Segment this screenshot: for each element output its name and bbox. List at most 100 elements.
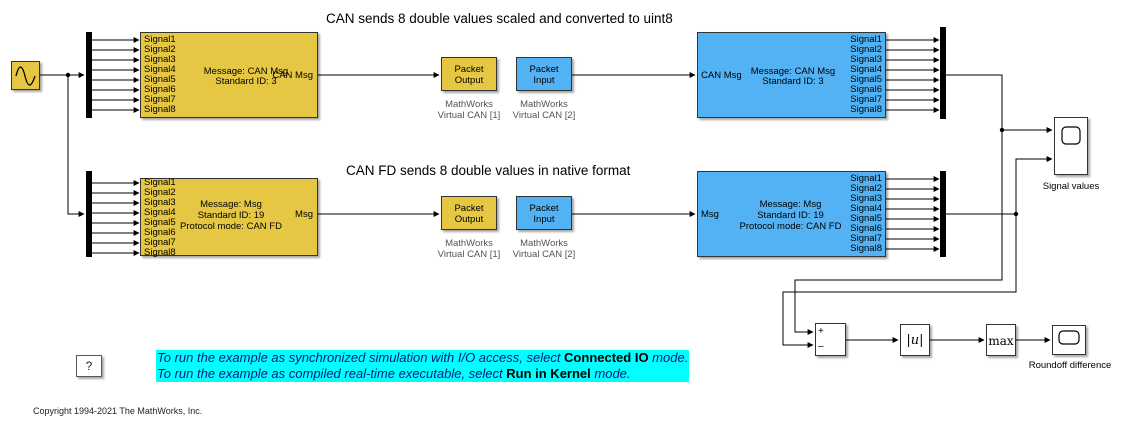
canfd-pack-id: Standard ID: 19 — [197, 210, 265, 221]
note-line1-text: To run the example as synchronized simul… — [157, 350, 565, 365]
signal-port-label: Signal6 — [850, 84, 882, 95]
note-line2-text: To run the example as compiled real-time… — [157, 366, 507, 381]
canfd-unpack-port: Msg — [701, 209, 719, 220]
signal-port-label: Signal3 — [144, 54, 176, 65]
canfd-title: CAN FD sends 8 double values in native f… — [346, 163, 631, 178]
packet-input-label: Input — [533, 75, 555, 86]
packet-input-canfd-lbl1: MathWorks — [520, 238, 568, 249]
canfd-pack-port: Msg — [295, 209, 313, 220]
instruction-note: To run the example as synchronized simul… — [156, 350, 690, 382]
packet-output-can[interactable]: Packet Output — [441, 57, 497, 91]
packet-output-label: Output — [454, 75, 484, 86]
max-block[interactable]: max — [986, 324, 1016, 356]
signal-port-label: Signal7 — [144, 94, 176, 105]
packet-input-canfd[interactable]: Packet Input — [516, 196, 572, 230]
signal-port-label: Signal4 — [850, 203, 882, 214]
signal-values-label: Signal values — [1042, 181, 1100, 192]
sine-wave-block[interactable] — [11, 61, 40, 90]
abs-block[interactable]: |u| — [900, 324, 930, 356]
demux-can[interactable] — [940, 27, 946, 119]
signal-port-label: Signal2 — [144, 44, 176, 55]
signal-port-label: Signal6 — [144, 84, 176, 95]
note-line1-end: mode. — [648, 350, 689, 365]
signal-port-label: Signal2 — [850, 183, 882, 194]
packet-input-canfd-lbl2: Virtual CAN [2] — [512, 249, 576, 260]
roundoff-label: Roundoff difference — [1028, 360, 1112, 371]
mux-canfd[interactable] — [86, 171, 92, 257]
packet-input-label: Input — [533, 214, 555, 225]
can-unpack-id: Standard ID: 3 — [762, 76, 824, 87]
can-unpack-message: Message: CAN Msg — [750, 66, 836, 77]
signal-port-label: Signal5 — [144, 217, 176, 228]
signal-port-label: Signal1 — [850, 173, 882, 184]
can-unpack-port: CAN Msg — [701, 70, 742, 81]
sine-icon — [15, 66, 36, 86]
signal-port-label: Signal4 — [850, 64, 882, 75]
packet-output-label: Packet — [454, 64, 484, 75]
canfd-unpack-message: Message: Msg — [759, 199, 822, 210]
packet-input-can-lbl1: MathWorks — [520, 99, 568, 110]
mux-can[interactable] — [86, 32, 92, 118]
packet-input-can-lbl2: Virtual CAN [2] — [512, 110, 576, 121]
signal-port-label: Signal2 — [144, 187, 176, 198]
packet-output-can-lbl2: Virtual CAN [1] — [437, 110, 501, 121]
signal-port-label: Signal1 — [144, 177, 176, 188]
sum-minus: – — [818, 341, 824, 352]
canfd-unpack-protocol: Protocol mode: CAN FD — [739, 221, 842, 232]
signal-port-label: Signal6 — [144, 227, 176, 238]
sum-plus: + — [818, 326, 824, 337]
run-in-kernel-label: Run in Kernel — [506, 366, 591, 381]
signal-port-label: Signal8 — [850, 243, 882, 254]
packet-input-label: Packet — [529, 64, 559, 75]
signal-port-label: Signal5 — [144, 74, 176, 85]
packet-output-label: Packet — [454, 203, 484, 214]
signal-port-label: Signal1 — [144, 34, 176, 45]
signal-port-label: Signal7 — [850, 233, 882, 244]
signal-port-label: Signal4 — [144, 207, 176, 218]
scope-icon — [1058, 330, 1080, 345]
can-title: CAN sends 8 double values scaled and con… — [326, 11, 673, 26]
roundoff-scope[interactable] — [1052, 325, 1086, 355]
scope-icon — [1061, 126, 1081, 145]
signal-port-label: Signal3 — [850, 54, 882, 65]
canfd-pack-message: Message: Msg — [200, 199, 262, 210]
signal-port-label: Signal3 — [144, 197, 176, 208]
can-pack-port: CAN Msg — [272, 70, 313, 81]
signal-port-label: Signal5 — [850, 74, 882, 85]
signal-port-label: Signal4 — [144, 64, 176, 75]
demux-canfd[interactable] — [940, 171, 946, 257]
can-pack-id: Standard ID: 3 — [215, 76, 277, 87]
connected-io-label: Connected IO — [564, 350, 649, 365]
signal-port-label: Signal7 — [144, 237, 176, 248]
sum-block[interactable]: + – — [815, 323, 846, 356]
packet-output-canfd[interactable]: Packet Output — [441, 196, 497, 230]
packet-output-canfd-lbl2: Virtual CAN [1] — [437, 249, 501, 260]
signal-port-label: Signal3 — [850, 193, 882, 204]
signal-port-label: Signal2 — [850, 44, 882, 55]
packet-output-label: Output — [454, 214, 484, 225]
signal-port-label: Signal6 — [850, 223, 882, 234]
canfd-unpack-id: Standard ID: 19 — [757, 210, 824, 221]
packet-input-can[interactable]: Packet Input — [516, 57, 572, 91]
packet-output-canfd-lbl1: MathWorks — [445, 238, 493, 249]
canfd-unpack-block[interactable]: Msg Message: Msg Standard ID: 19 Protoco… — [697, 171, 886, 257]
help-button[interactable]: ? — [76, 355, 102, 377]
max-label: max — [988, 334, 1014, 348]
abs-label: |u| — [906, 333, 924, 348]
can-unpack-block[interactable]: CAN Msg Message: CAN Msg Standard ID: 3 … — [697, 32, 886, 118]
copyright: Copyright 1994-2021 The MathWorks, Inc. — [33, 406, 203, 416]
signal-port-label: Signal7 — [850, 94, 882, 105]
signal-port-label: Signal8 — [144, 104, 176, 115]
packet-input-label: Packet — [529, 203, 559, 214]
signal-port-label: Signal8 — [850, 104, 882, 115]
note-line2-end: mode. — [590, 366, 631, 381]
packet-output-can-lbl1: MathWorks — [445, 99, 493, 110]
signal-port-label: Signal8 — [144, 247, 176, 258]
signal-values-scope[interactable] — [1054, 117, 1088, 175]
signal-port-label: Signal5 — [850, 213, 882, 224]
signal-port-label: Signal1 — [850, 34, 882, 45]
canfd-pack-protocol: Protocol mode: CAN FD — [180, 221, 282, 232]
